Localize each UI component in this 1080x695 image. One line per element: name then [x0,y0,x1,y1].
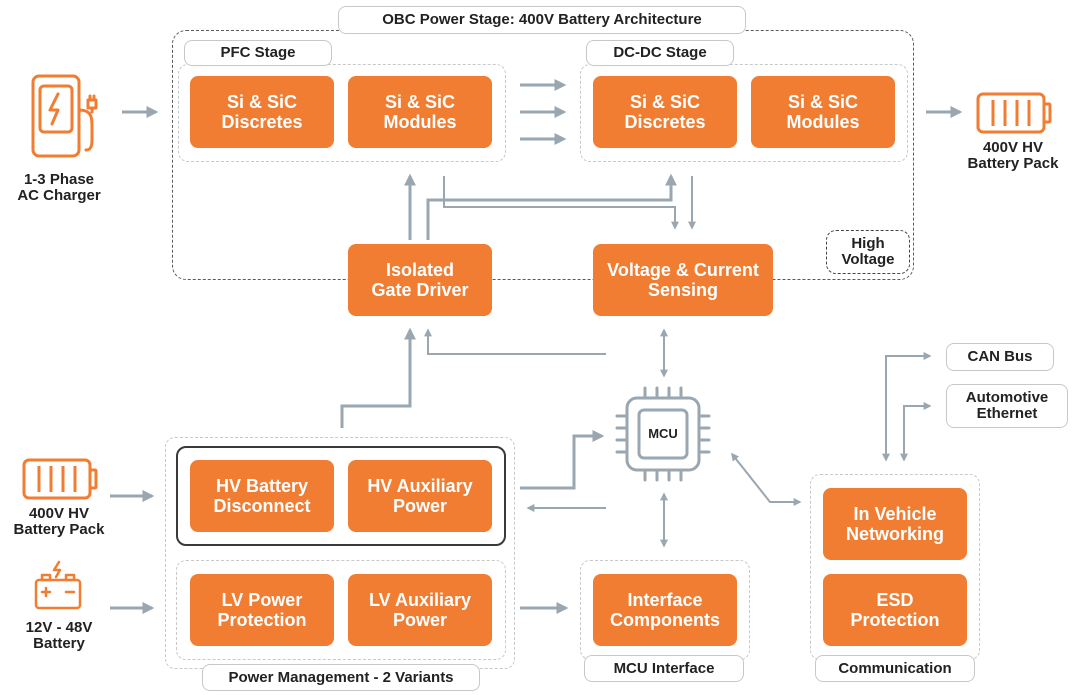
isolated-gate-driver-block: Isolated Gate Driver [348,244,492,316]
lv-battery-label: 12V - 48V Battery [25,619,93,652]
dcdc-stage-label: DC-DC Stage [586,40,734,66]
power-management-label: Power Management - 2 Variants [202,664,480,691]
communication-label: Communication [815,655,975,682]
pfc-discretes-block: Si & SiC Discretes [190,76,334,148]
lv-variant-region [176,560,506,660]
dcdc-discretes-block: Si & SiC Discretes [593,76,737,148]
hv-variant-group [176,446,506,546]
arrow-pm-to-gate [340,327,416,428]
lv-power-protection-block: LV Power Protection [190,574,334,646]
interface-components-block: Interface Components [593,574,737,646]
esd-protection-block: ESD Protection [823,574,967,646]
dcdc-stage-region [580,64,908,162]
lv-auxiliary-power-block: LV Auxiliary Power [348,574,492,646]
hv-battery-disconnect-block: HV Battery Disconnect [190,460,334,532]
in-vehicle-networking-block: In Vehicle Networking [823,488,967,560]
pfc-stage-region [178,64,506,162]
line-comm-to-can [882,352,932,462]
arrow-mcu-to-gate [424,328,606,355]
line-comm-to-ethernet [900,402,932,462]
mcu-label: MCU [648,426,678,441]
pfc-stage-label: PFC Stage [184,40,332,66]
voltage-current-sensing-block: Voltage & Current Sensing [593,244,773,316]
hv-auxiliary-power-block: HV Auxiliary Power [348,460,492,532]
line-pfc-to-sensing [443,176,679,230]
arrow-gate-to-dcdc [426,173,677,240]
hv-battery-out-label: 400V HV Battery Pack [967,139,1059,172]
mcu-interface-label: MCU Interface [584,655,744,682]
high-voltage-label: High Voltage [826,230,910,274]
pfc-modules-block: Si & SiC Modules [348,76,492,148]
automotive-ethernet-label: Automotive Ethernet [946,384,1068,428]
arrow-mcu-comm [731,452,802,506]
dcdc-modules-block: Si & SiC Modules [751,76,895,148]
ac-charger-label: 1-3 Phase AC Charger [17,171,101,204]
can-bus-label: CAN Bus [946,343,1054,371]
arrow-pm-to-mcu [520,430,605,490]
diagram-title: OBC Power Stage: 400V Battery Architectu… [338,6,746,34]
hv-battery-in-label: 400V HV Battery Pack [13,505,105,538]
